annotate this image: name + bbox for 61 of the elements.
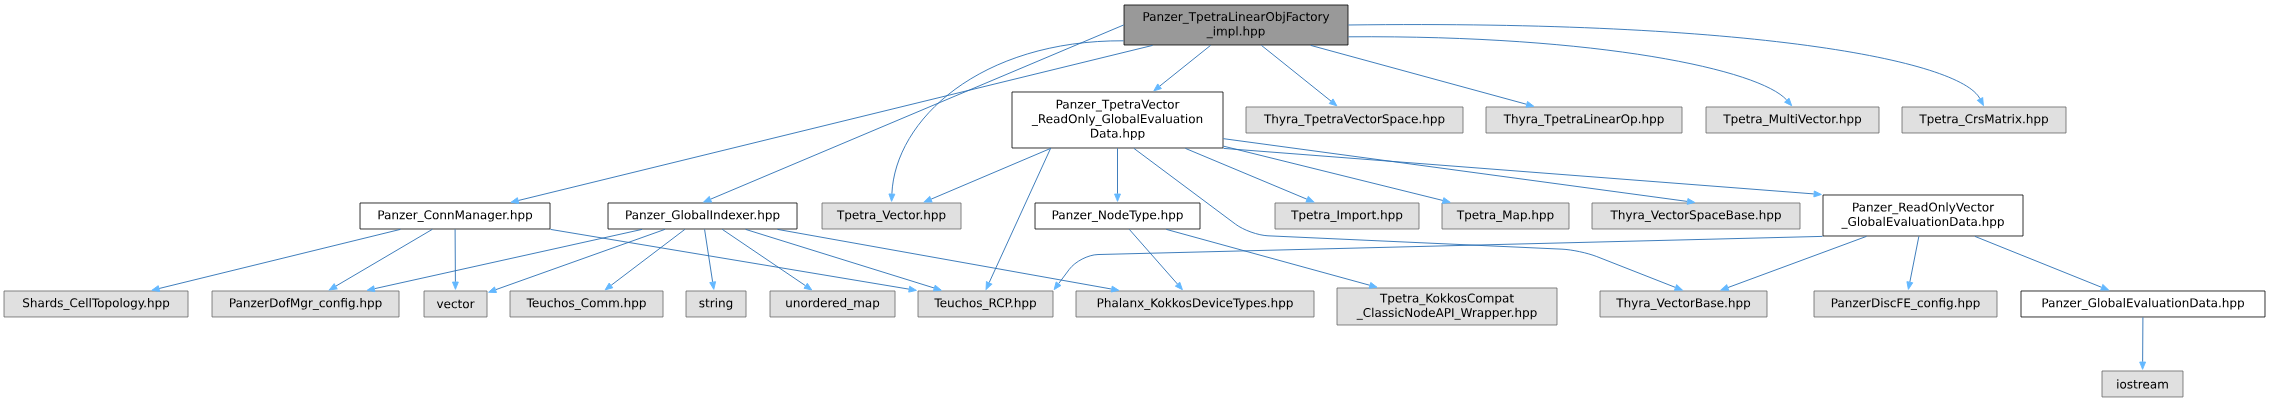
- arrow: [1184, 147, 1315, 203]
- arrow: [151, 228, 401, 292]
- file-box: Panzer_ConnManager.hpp: [359, 202, 551, 230]
- file-box: Tpetra_Map.hpp: [1441, 202, 1570, 230]
- arrow: [1261, 44, 1338, 107]
- file-box: Teuchos_Comm.hpp: [509, 290, 664, 318]
- arrow: [745, 228, 942, 292]
- arrow: [923, 147, 1052, 203]
- arrow: [721, 228, 813, 291]
- file-box: Tpetra_MultiVector.hpp: [1705, 106, 1880, 134]
- file-box: Teuchos_RCP.hpp: [917, 290, 1054, 318]
- file-box: Thyra_TpetraLinearOp.hpp: [1485, 106, 1683, 134]
- arrow: [777, 228, 1120, 293]
- arrow: [366, 228, 643, 293]
- file-box: unordered_map: [769, 290, 896, 318]
- arrow: [1222, 138, 1696, 205]
- arrow: [1053, 235, 1824, 291]
- arrow: [328, 228, 433, 291]
- file-box: Thyra_VectorSpaceBase.hpp: [1591, 202, 1801, 230]
- arrow: [1222, 147, 1822, 198]
- arrow: [1720, 235, 1867, 291]
- arrow: [888, 40, 1125, 202]
- arrow: [1906, 235, 1920, 290]
- arrow: [452, 228, 459, 290]
- arrow: [1347, 24, 1984, 106]
- file-box: Tpetra_CrsMatrix.hpp: [1901, 106, 2067, 134]
- file-box: Tpetra_Import.hpp: [1274, 202, 1420, 230]
- file-box: PanzerDiscFE_config.hpp: [1813, 290, 1998, 318]
- file-box: Tpetra_KokkosCompat _ClassicNodeAPI_Wrapper.hpp: [1336, 287, 1558, 326]
- arrow: [510, 44, 1154, 204]
- arrow: [1222, 145, 1451, 204]
- arrow: [985, 147, 1052, 290]
- file-box: Panzer_GlobalIndexer.hpp: [607, 202, 798, 230]
- arrow: [1974, 235, 2109, 291]
- arrow: [2139, 316, 2147, 370]
- file-box: Panzer_TpetraVector _ReadOnly_GlobalEvaluation Data.hpp: [1011, 91, 1224, 149]
- arrow: [549, 228, 917, 293]
- file-box: Panzer_GlobalEvaluationData.hpp: [2020, 290, 2266, 318]
- arrow: [1310, 44, 1535, 108]
- arrow: [1153, 44, 1211, 92]
- file-box: Thyra_VectorBase.hpp: [1599, 290, 1768, 318]
- arrow: [1347, 36, 1793, 107]
- file-box: Thyra_TpetraVectorSpace.hpp: [1245, 106, 1464, 134]
- file-box: Panzer_ReadOnlyVector _GlobalEvaluationData.hpp: [1822, 194, 2024, 237]
- arrow: [1128, 228, 1183, 291]
- file-box: Tpetra_Vector.hpp: [821, 202, 962, 230]
- arrow: [1114, 147, 1121, 202]
- file-box: Panzer_NodeType.hpp: [1034, 202, 1201, 230]
- arrow: [604, 228, 686, 291]
- file-box: Panzer_TpetraLinearObjFactory _impl.hpp: [1123, 4, 1349, 46]
- file-box: PanzerDofMgr_config.hpp: [211, 290, 400, 318]
- file-box: string: [685, 290, 747, 318]
- arrow: [1165, 228, 1378, 289]
- file-box: vector: [423, 290, 488, 318]
- file-box: iostream: [2101, 370, 2184, 398]
- arrow: [703, 24, 1125, 203]
- file-box: Shards_CellTopology.hpp: [3, 290, 189, 318]
- file-box: Phalanx_KokkosDeviceTypes.hpp: [1075, 290, 1315, 318]
- arrow: [1133, 147, 1683, 291]
- arrow: [704, 228, 717, 290]
- arrow: [488, 228, 666, 293]
